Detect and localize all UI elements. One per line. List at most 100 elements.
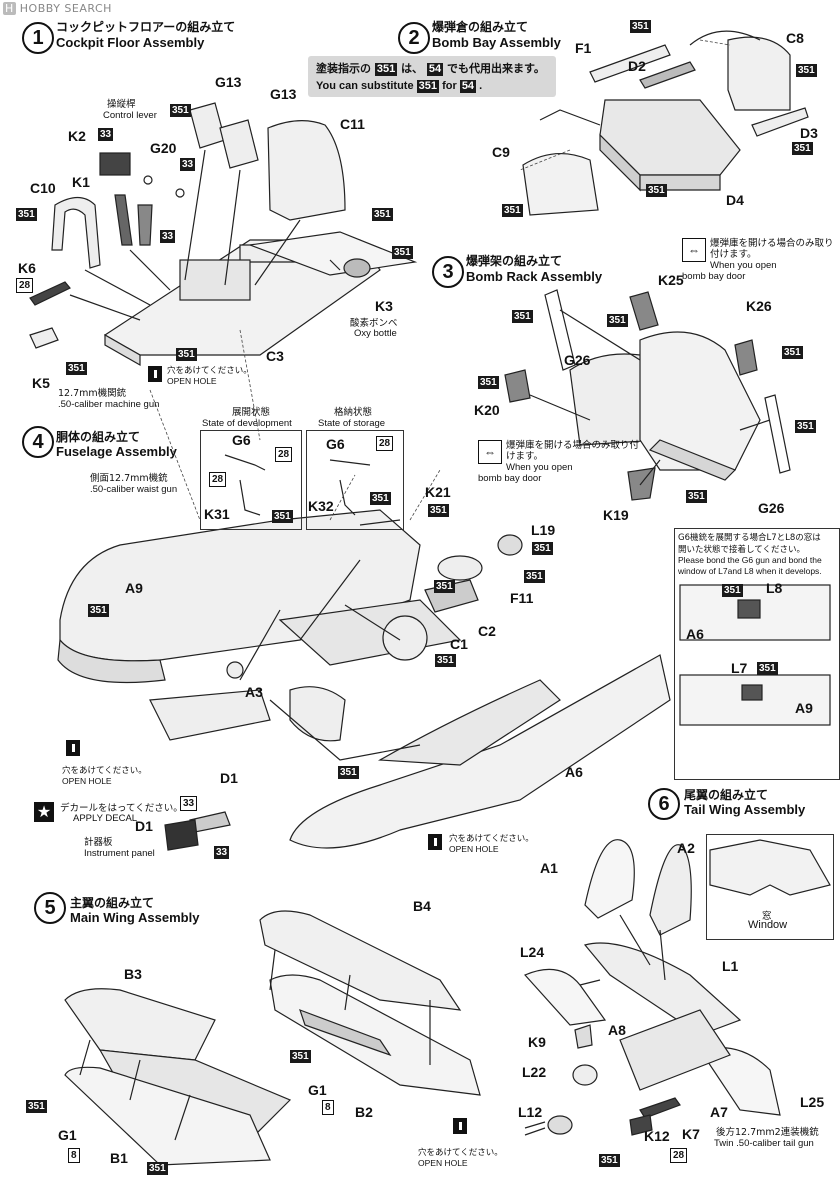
paint-badge: 351 xyxy=(722,584,743,597)
paint-badge: 351 xyxy=(599,1154,620,1167)
paint-badge: 351 xyxy=(434,580,455,593)
step-5-number: 5 xyxy=(34,892,66,924)
waist-gun-en: .50-caliber waist gun xyxy=(90,484,178,495)
part-label: K21 xyxy=(425,484,451,500)
part-label: K19 xyxy=(603,507,629,523)
paint-badge: 351 xyxy=(796,64,817,77)
part-label: G6 xyxy=(232,432,251,448)
decal-en: APPLY DECAL xyxy=(73,813,138,824)
part-label: A8 xyxy=(608,1022,626,1038)
paint-badge: 28 xyxy=(275,447,293,462)
step-3-number: 3 xyxy=(432,256,464,288)
paint-badge: 351 xyxy=(147,1162,168,1175)
part-label: G13 xyxy=(215,74,242,90)
part-label: B4 xyxy=(413,898,431,914)
decal-jp: デカールをはってください。 xyxy=(60,803,183,814)
part-label: G6 xyxy=(326,436,345,452)
paint-badge: 33 xyxy=(180,796,198,811)
open-hole-en: OPEN HOLE xyxy=(167,376,217,386)
paint-badge: 33 xyxy=(180,158,196,171)
part-label: L19 xyxy=(531,522,556,538)
part-label: K3 xyxy=(375,298,393,314)
part-label: K2 xyxy=(68,128,86,144)
paint-badge: 351 xyxy=(502,204,523,217)
side-note-jp-2: 開いた状態で接着してください。 xyxy=(678,545,805,555)
paint-badge: 54 xyxy=(426,63,444,76)
part-label: G20 xyxy=(150,140,177,156)
part-label: K31 xyxy=(204,506,230,522)
paint-badge: 351 xyxy=(392,246,413,259)
part-label: K5 xyxy=(32,375,50,391)
part-label: G1 xyxy=(308,1082,327,1098)
part-label: K26 xyxy=(746,298,772,314)
paint-badge: 351 xyxy=(372,208,393,221)
part-label: D3 xyxy=(800,125,818,141)
door-jp: 爆弾庫を開ける場合のみ取り付けます。 xyxy=(506,440,640,462)
open-hole-jp: 穴をあけてください。 xyxy=(62,766,147,776)
door-en-1: When you open xyxy=(710,260,777,271)
paint-badge: 351 xyxy=(757,662,778,675)
door-en-2: bomb bay door xyxy=(682,271,746,282)
open-hole-icon xyxy=(453,1118,467,1134)
part-label: A7 xyxy=(710,1104,728,1120)
part-label: D4 xyxy=(726,192,744,208)
watermark: H HOBBY SEARCH xyxy=(3,2,112,15)
paint-badge: 28 xyxy=(209,472,227,487)
mg-jp: 12.7mm機関銃 xyxy=(58,388,127,399)
panel-en: Instrument panel xyxy=(84,848,155,859)
paint-badge: 54 xyxy=(459,80,477,93)
paint-badge: 351 xyxy=(272,510,293,523)
paint-badge: 351 xyxy=(170,104,191,117)
door-note-bottom: ⇔ 爆弾庫を開ける場合のみ取り付けます。 When you open bomb … xyxy=(478,440,648,484)
part-label: C2 xyxy=(478,623,496,639)
part-label: F11 xyxy=(510,590,534,606)
part-label: B2 xyxy=(355,1104,373,1120)
part-label: G26 xyxy=(564,352,591,368)
step-2-title-jp: 爆弾倉の組み立て xyxy=(432,20,529,34)
part-label: D2 xyxy=(628,58,646,74)
note-en-a: You can substitute xyxy=(316,80,414,92)
control-lever-jp: 操縦桿 xyxy=(107,99,136,110)
open-hole-icon xyxy=(66,740,80,756)
paint-badge: 351 xyxy=(428,504,449,517)
step-4-title-jp: 胴体の組み立て xyxy=(56,430,141,444)
part-label: L1 xyxy=(722,958,739,974)
dev-state-jp: 展開状態 xyxy=(232,407,271,418)
dev-state-en: State of development xyxy=(202,418,292,429)
part-label: L25 xyxy=(800,1094,825,1110)
paint-badge: 8 xyxy=(322,1100,334,1115)
window-jp: 窓 xyxy=(762,911,772,922)
window-inset-box xyxy=(706,834,834,940)
paint-badge: 351 xyxy=(795,420,816,433)
part-label: K6 xyxy=(18,260,36,276)
note-jp-a: 塗装指示の xyxy=(316,62,371,75)
part-label: A9 xyxy=(125,580,143,596)
part-label: G13 xyxy=(270,86,297,102)
part-label: L8 xyxy=(766,580,783,596)
step-1-title-jp: コックピットフロアーの組み立て xyxy=(56,20,236,34)
dev-state-box xyxy=(200,430,302,530)
paint-badge: 351 xyxy=(607,314,628,327)
decal-star-icon: ★ xyxy=(34,802,54,822)
part-label: A6 xyxy=(686,626,704,642)
open-hole-jp: 穴をあけてください。 xyxy=(449,834,534,844)
window-note-panel: G6機銃を展開する場合L7とL8の窓は 開いた状態で接着してください。 Plea… xyxy=(674,528,840,780)
step-5-title-en: Main Wing Assembly xyxy=(70,910,200,925)
paint-badge: 351 xyxy=(686,490,707,503)
substitute-note: 塗装指示の 351 は、 54 でも代用出来ます。 You can substi… xyxy=(308,56,556,97)
part-label: A6 xyxy=(565,764,583,780)
part-label: L12 xyxy=(518,1104,543,1120)
part-label: D1 xyxy=(220,770,238,786)
step-6-title-en: Tail Wing Assembly xyxy=(684,802,806,817)
note-en-b: for xyxy=(442,80,457,92)
window-en: Window xyxy=(748,919,788,931)
open-hole-icon xyxy=(428,834,442,850)
step-2-number: 2 xyxy=(398,22,430,54)
part-label: K7 xyxy=(682,1126,700,1142)
paint-badge: 33 xyxy=(160,230,176,243)
paint-badge: 351 xyxy=(176,348,197,361)
open-hole-en: OPEN HOLE xyxy=(449,844,499,854)
side-note-en-2: window of L7and L8 when it develops. xyxy=(678,566,822,576)
note-jp-c: でも代用出来ます。 xyxy=(446,62,545,75)
paint-badge: 351 xyxy=(338,766,359,779)
